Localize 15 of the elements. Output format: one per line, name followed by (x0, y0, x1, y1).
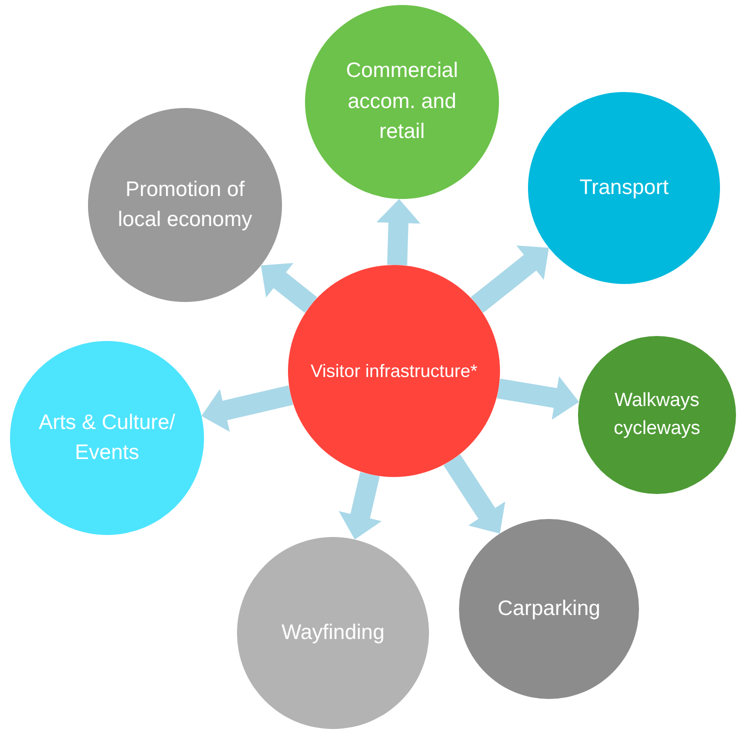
block-arrow (443, 454, 506, 534)
block-arrow (496, 376, 580, 420)
node-label: Promotion of local economy (116, 176, 254, 233)
node-label: Carparking (498, 596, 600, 622)
node-label: Commercial accom. and retail (344, 58, 459, 146)
block-arrow (470, 246, 549, 313)
block-arrow (260, 263, 318, 313)
node-label: Transport (579, 174, 669, 201)
node-label: Arts & Culture/ Events (38, 410, 176, 466)
block-arrow (338, 472, 382, 540)
node-label: Visitor infrastructure* (310, 360, 478, 383)
node-label: Wayfinding (281, 620, 385, 646)
block-arrow (376, 198, 420, 266)
block-arrow (201, 385, 294, 432)
node-label: Walkways cycleways (612, 389, 702, 441)
